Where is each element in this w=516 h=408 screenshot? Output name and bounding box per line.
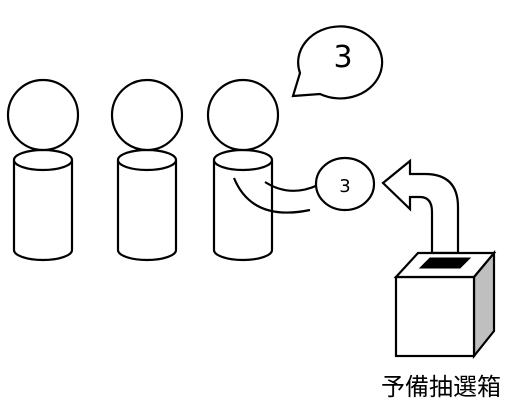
person-3-arm-lower [232,177,311,214]
person-figure-1 [6,78,80,262]
lottery-ball [314,156,376,212]
person-3-arm-upper [264,181,319,192]
lottery-box-slot [418,257,472,269]
speech-bubble-number: 3 [333,40,352,75]
lottery-ball-number: 3 [339,176,350,197]
person-1-body [12,160,74,262]
person-3-head [206,78,280,152]
person-2-body-top [116,148,178,172]
person-3-body [212,160,274,262]
lottery-box-front [394,275,476,358]
person-2-head [110,78,184,152]
speech-bubble-outline [291,25,384,100]
curved-arrow-icon [381,158,460,255]
person-3-body-top [212,148,274,172]
reserve-lottery-box [393,249,497,360]
person-2-body [116,160,178,262]
lottery-box-label: 予備抽選箱 [381,373,501,401]
person-figure-3 [206,78,319,262]
speech-bubble [291,25,384,100]
person-1-head [6,78,80,152]
person-1-body-top [12,148,74,172]
lottery-ball-shape [314,156,376,212]
person-figure-2 [110,78,184,262]
